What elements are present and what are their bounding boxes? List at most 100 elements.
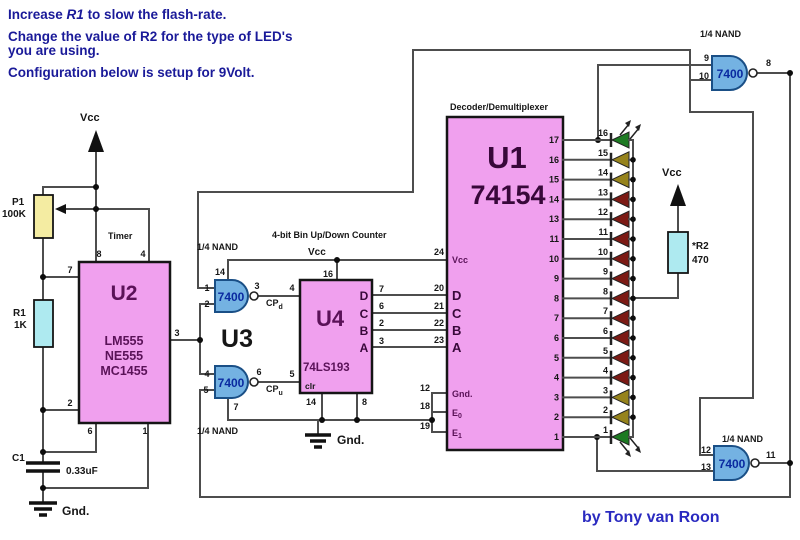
- u4-pin16: 16: [323, 269, 333, 279]
- u1-output-pin-number: 6: [554, 333, 559, 343]
- u1-e1-label: E1: [452, 428, 462, 440]
- r1-name: R1: [13, 308, 26, 319]
- p1-name: P1: [12, 197, 25, 208]
- led-number: 9: [603, 267, 608, 277]
- latch-bottom-out11: 11: [766, 450, 776, 460]
- wire-o0-sense: [596, 436, 715, 472]
- vcc-label-left: Vcc: [80, 112, 100, 124]
- u3-g2-in1: 4: [204, 369, 209, 379]
- latch-top-7400: 7400: [717, 67, 744, 81]
- ground-symbol-left: [29, 501, 57, 517]
- u1-e0-label: E0: [452, 408, 462, 420]
- led-number: 14: [598, 168, 608, 178]
- u2-pin1: 1: [142, 426, 147, 436]
- led-icon: [610, 151, 630, 169]
- p1-value: 100K: [2, 209, 27, 220]
- wire-u2-pin1: [42, 422, 149, 489]
- led-icon: [610, 408, 630, 426]
- u4-pin3: 3: [379, 336, 384, 346]
- u1-pin23: 23: [434, 335, 444, 345]
- vcc-label-right: Vcc: [662, 167, 682, 179]
- led-row: 55: [554, 346, 636, 367]
- u4-out-b: B: [360, 324, 369, 338]
- wiper-arrow-icon: [55, 204, 66, 214]
- latch-bottom-in13: 13: [701, 462, 711, 472]
- wire-u2-pin6: [42, 422, 97, 453]
- led-icon: [610, 349, 630, 367]
- nand-gate-latch-top: [711, 55, 748, 91]
- led-row: 33: [554, 385, 636, 407]
- nand-gate-u3b: [214, 365, 249, 399]
- u1-in-a: A: [452, 340, 462, 355]
- c1-value: 0.33uF: [66, 466, 98, 477]
- u3-g2-gnd-pin: 7: [233, 402, 238, 412]
- u2-part-3: MC1455: [100, 364, 147, 378]
- led-number: 16: [598, 128, 608, 138]
- led-icon: [610, 309, 630, 327]
- led-number: 11: [598, 227, 608, 237]
- u1-output-pin-number: 3: [554, 392, 559, 402]
- u4-cpu-label: CPu: [266, 384, 283, 397]
- u1-output-pin-number: 7: [554, 313, 559, 323]
- latch-top-in10: 10: [699, 71, 709, 81]
- u4-cpd-label: CPd: [266, 298, 283, 311]
- led-icon: [610, 230, 630, 248]
- nand-bubble-latch-top: [748, 68, 758, 78]
- led-icon: [610, 368, 630, 387]
- u1-in-b: B: [452, 323, 461, 338]
- quarter-nand-1: 1/4 NAND: [197, 242, 239, 252]
- u3-g2-in2: 5: [203, 385, 208, 395]
- led-row: 77: [554, 306, 636, 327]
- u1-output-pin-number: 1: [554, 432, 559, 442]
- u3-g1-in2: 2: [204, 299, 209, 309]
- nand-gate-latch-bottom: [713, 445, 750, 481]
- resistor-r2: [667, 231, 689, 274]
- vcc-arrow-right-icon: [670, 184, 686, 206]
- resistor-r1: [33, 299, 54, 348]
- u4-pin6: 6: [379, 301, 384, 311]
- r1-value: 1K: [14, 320, 28, 331]
- led-number: 8: [603, 286, 608, 296]
- wire-u2-pin4: [95, 208, 150, 263]
- u2-pin6: 6: [87, 426, 92, 436]
- quarter-nand-2: 1/4 NAND: [197, 426, 239, 436]
- header-line2: Change the value of R2 for the type of L…: [8, 29, 293, 44]
- u1-output-pin-number: 9: [554, 274, 559, 284]
- u4-pin7: 7: [379, 284, 384, 294]
- header-line1: Increase R1 to slow the flash-rate.: [8, 7, 226, 22]
- u4-pin4-label: 4: [289, 283, 294, 293]
- gnd-label-left: Gnd.: [62, 504, 89, 518]
- led-row: 99: [554, 267, 636, 288]
- u4-out-a: A: [360, 341, 369, 355]
- u1-output-pin-number: 16: [549, 155, 559, 165]
- led-number: 3: [603, 385, 608, 395]
- led-number: 12: [598, 207, 608, 217]
- led-number: 5: [603, 346, 608, 356]
- u4-name: U4: [316, 306, 345, 331]
- led-number: 2: [603, 405, 608, 415]
- u1-gnd-label: Gnd.: [452, 389, 473, 399]
- u2-name: U2: [111, 282, 138, 305]
- u1-pin24: 24: [434, 247, 444, 257]
- u3-g1-in1: 1: [204, 283, 209, 293]
- u2-part-1: LM555: [105, 334, 144, 348]
- u3-g2-out: 6: [256, 367, 261, 377]
- u1-output-pin-number: 8: [554, 293, 559, 303]
- decoder-caption: Decoder/Demultiplexer: [450, 102, 549, 112]
- u3-g2-7400: 7400: [218, 376, 245, 390]
- u3-g1-7400: 7400: [218, 290, 245, 304]
- u4-pin14: 14: [306, 397, 316, 407]
- led-row: 22: [554, 405, 636, 426]
- wire-right-edge: [199, 72, 791, 498]
- led-number: 10: [598, 247, 608, 257]
- u1-pin20: 20: [434, 283, 444, 293]
- c1-name: C1: [12, 453, 25, 464]
- u4-out-c: C: [360, 307, 369, 321]
- u3-g1-vcc-pin: 14: [215, 267, 225, 277]
- u4-pin5-label: 5: [289, 369, 294, 379]
- wire-o15-sense: [597, 64, 713, 141]
- led-row: 88: [554, 286, 636, 308]
